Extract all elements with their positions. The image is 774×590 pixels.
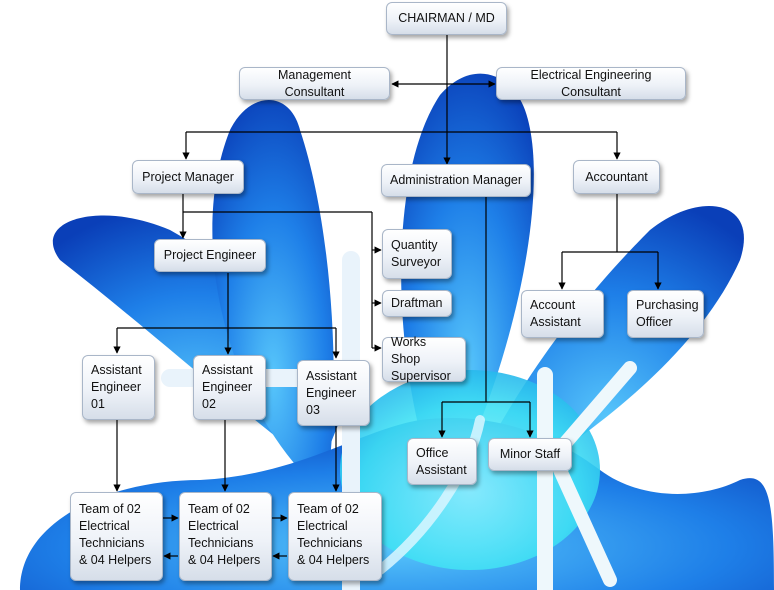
administration-manager-box: Administration Manager bbox=[381, 164, 531, 197]
purchasing-officer-box: Purchasing Officer bbox=[627, 290, 704, 338]
minor-staff-box: Minor Staff bbox=[488, 438, 572, 471]
assistant-engineer-03-box: Assistant Engineer 03 bbox=[297, 360, 370, 426]
office-assistant-box: Office Assistant bbox=[407, 438, 477, 485]
management-consultant-box: Management Consultant bbox=[239, 67, 390, 100]
chairman-box: CHAIRMAN / MD bbox=[386, 2, 507, 35]
assistant-engineer-02-box: Assistant Engineer 02 bbox=[193, 355, 266, 420]
quantity-surveyor-box: Quantity Surveyor bbox=[382, 229, 452, 279]
logo-letter-k-leg bbox=[553, 463, 617, 587]
project-engineer-box: Project Engineer bbox=[154, 239, 266, 272]
team-02-box: Team of 02 Electrical Technicians & 04 H… bbox=[179, 492, 272, 581]
team-01-box: Team of 02 Electrical Technicians & 04 H… bbox=[70, 492, 163, 581]
electrical-consultant-box: Electrical Engineering Consultant bbox=[496, 67, 686, 100]
works-shop-supervisor-box: Works Shop Supervisor bbox=[382, 335, 466, 383]
team-03-box: Team of 02 Electrical Technicians & 04 H… bbox=[288, 492, 382, 581]
account-assistant-box: Account Assistant bbox=[521, 290, 604, 338]
project-manager-box: Project Manager bbox=[132, 160, 244, 194]
draftman-box: Draftman bbox=[382, 290, 452, 317]
accountant-box: Accountant bbox=[573, 160, 660, 194]
logo-swoosh bbox=[375, 415, 485, 575]
assistant-engineer-01-box: Assistant Engineer 01 bbox=[82, 355, 155, 420]
